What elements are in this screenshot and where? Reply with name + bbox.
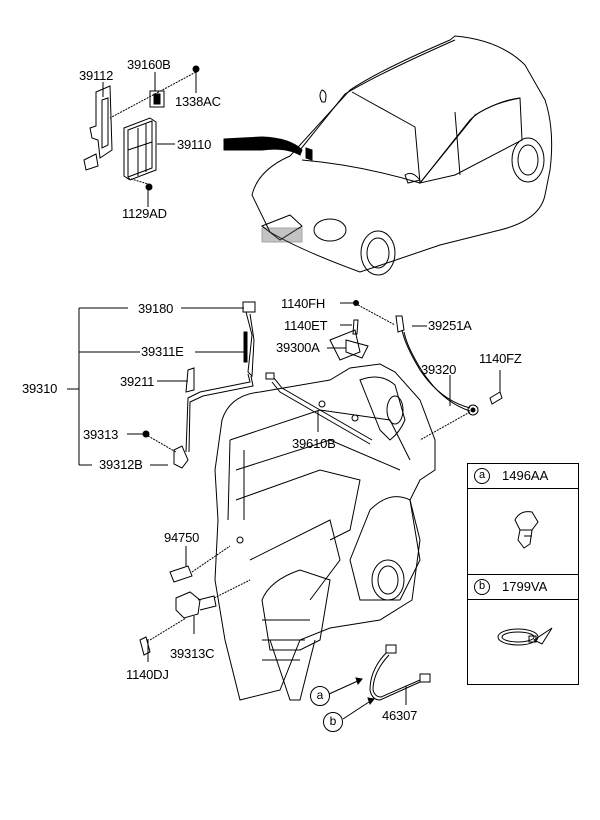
harness-drawing xyxy=(142,301,256,469)
lower-left-parts-drawing xyxy=(139,545,251,662)
part-label-bolt-1140fh[interactable]: 1140FH xyxy=(281,296,326,311)
part-label-harness-assembly-39310[interactable]: 39310 xyxy=(22,381,58,396)
part-label-bolt-39313[interactable]: 39313 xyxy=(83,427,119,442)
part-label-switch-94750[interactable]: 94750 xyxy=(164,530,200,545)
part-label-bolt-1140fz[interactable]: 1140FZ xyxy=(479,351,522,366)
top-right-parts-drawing xyxy=(327,300,503,441)
ecu-bolt-drawing xyxy=(145,183,153,191)
part-label-connector-39180[interactable]: 39180 xyxy=(138,301,174,316)
part-label-wire-39320[interactable]: 39320 xyxy=(421,362,457,377)
part-label-sensor-39313c[interactable]: 39313C xyxy=(170,646,215,661)
legend-marker-b: b xyxy=(474,579,490,595)
part-label-bracket-39112[interactable]: 39112 xyxy=(79,68,114,83)
relay-bolt-drawing xyxy=(192,65,200,73)
relay-drawing xyxy=(149,90,165,108)
legend-code-1799va: 1799VA xyxy=(502,579,548,594)
part-label-sensor-39300a[interactable]: 39300A xyxy=(276,340,320,355)
legend-row-a[interactable]: a 1496AA xyxy=(468,464,578,489)
part-label-clip-bracket-39211[interactable]: 39211 xyxy=(120,374,155,389)
o2-sensor-drawing xyxy=(328,644,431,720)
harness-group-leaders xyxy=(67,307,244,466)
callout-b[interactable]: b xyxy=(323,712,343,732)
part-label-ecu-39110[interactable]: 39110 xyxy=(177,137,212,152)
legend-marker-a: a xyxy=(474,468,490,484)
part-label-bolt-1129ad[interactable]: 1129AD xyxy=(122,206,167,221)
part-label-harness-39311e[interactable]: 39311E xyxy=(141,344,184,359)
part-label-bolt-1338ac[interactable]: 1338AC xyxy=(175,94,221,109)
leader-line xyxy=(127,177,149,185)
part-label-bracket-39312b[interactable]: 39312B xyxy=(99,457,143,472)
legend-code-1496aa: 1496AA xyxy=(502,468,549,483)
part-label-o2-sensor-46307[interactable]: 46307 xyxy=(382,708,418,723)
part-label-bolt-1140dj[interactable]: 1140DJ xyxy=(126,667,169,682)
part-label-harness-39610b[interactable]: 39610B xyxy=(292,436,336,451)
location-arrow xyxy=(223,136,303,156)
legend-box: a 1496AA b 1799VA xyxy=(467,463,579,685)
ecu-leaders xyxy=(102,72,197,207)
legend-row-b[interactable]: b 1799VA xyxy=(468,574,578,600)
cable-tie-icon xyxy=(497,627,553,646)
part-label-relay-39160b[interactable]: 39160B xyxy=(127,57,171,72)
clip-icon xyxy=(514,511,539,549)
leader-line xyxy=(109,71,197,119)
harness-39610b-drawing xyxy=(265,372,373,445)
part-label-bolt-1140et[interactable]: 1140ET xyxy=(284,318,328,333)
ecu-drawing xyxy=(123,117,157,181)
ecu-bracket-drawing xyxy=(83,85,113,171)
engine-drawing xyxy=(214,329,436,701)
part-label-bracket-39251a[interactable]: 39251A xyxy=(428,318,472,333)
callout-a[interactable]: a xyxy=(310,686,330,706)
car-drawing xyxy=(251,35,553,276)
